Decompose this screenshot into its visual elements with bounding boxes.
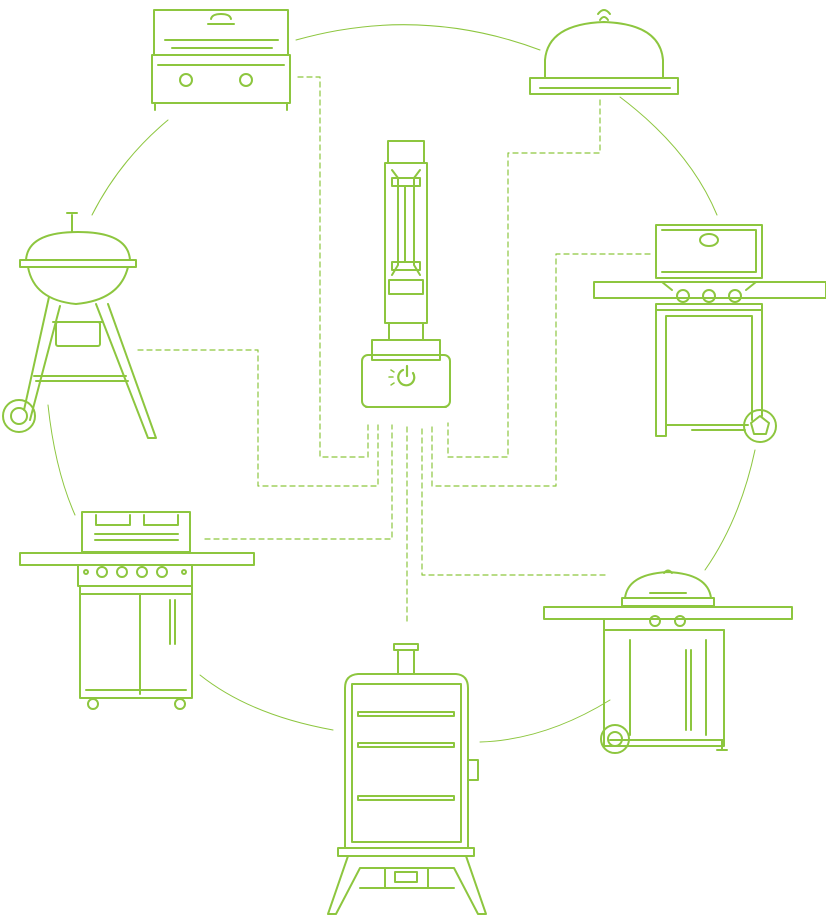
- ring-circle: [47, 24, 756, 743]
- four-burner-gas-grill-icon: [19, 511, 255, 710]
- kamado-cart-grill-icon: [543, 569, 793, 754]
- power-icon: [388, 364, 416, 387]
- flat-top-griddle-icon: [151, 9, 291, 111]
- vertical-smoker-icon: [327, 643, 487, 915]
- three-burner-gas-grill-icon: [593, 224, 826, 443]
- connection-lines: [137, 76, 651, 626]
- pizza-oven-dome-icon: [529, 9, 679, 95]
- hub-device: [361, 140, 451, 408]
- kettle-charcoal-grill-icon: [2, 212, 157, 439]
